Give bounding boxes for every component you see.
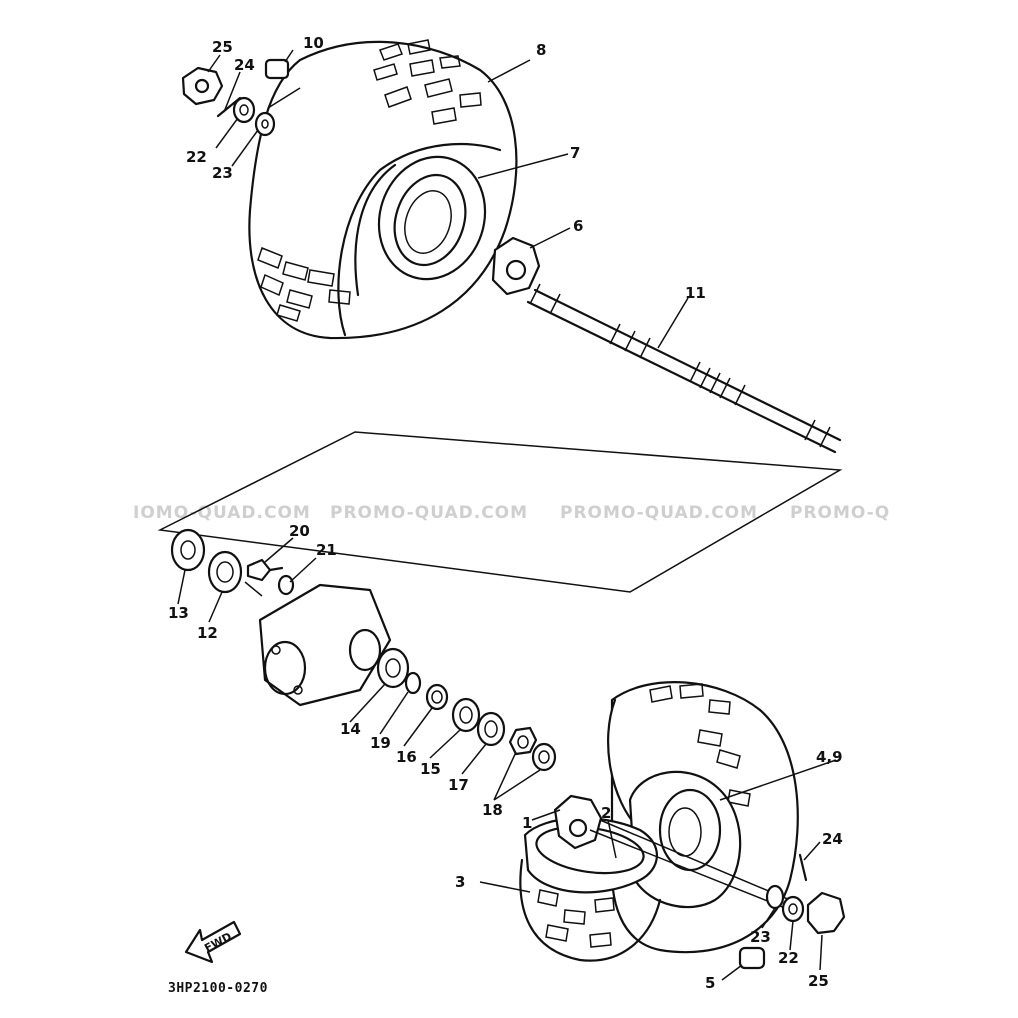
callout-5: 5 (705, 974, 715, 992)
watermark-text: PROMO-QUAD.COM (560, 503, 758, 523)
oil-seal-15 (451, 697, 481, 733)
callout-10: 10 (303, 34, 324, 52)
spacer-top (264, 58, 290, 80)
callout-1: 1 (522, 814, 532, 832)
callout-20: 20 (289, 522, 310, 540)
drawing-code: 3HP2100-0270 (168, 981, 268, 996)
callout-25-bottom: 25 (808, 972, 829, 990)
hub-top (491, 236, 541, 296)
tire-half-3 (519, 858, 662, 962)
callout-2: 2 (601, 804, 611, 822)
callout-22-bottom: 22 (778, 949, 799, 967)
callout-11: 11 (685, 284, 706, 302)
castle-nut-bottom (781, 895, 805, 923)
callout-21: 21 (316, 541, 337, 559)
rim-top (377, 155, 487, 281)
callout-3: 3 (455, 873, 465, 891)
bolt-20 (246, 558, 284, 582)
callout-23-bottom: 23 (750, 928, 771, 946)
assembly-outline (157, 431, 843, 593)
callout-6: 6 (573, 217, 583, 235)
stud-guides (589, 819, 791, 911)
callout-labels: 8 7 6 11 10 25 24 22 23 20 21 13 12 14 1… (168, 34, 843, 992)
spacer-5 (738, 946, 766, 970)
circlip-19 (404, 671, 422, 695)
bearing-12 (207, 550, 243, 594)
collar-16 (425, 683, 449, 711)
callout-12: 12 (197, 624, 218, 642)
callout-23-top: 23 (212, 164, 233, 182)
callout-7: 7 (570, 144, 580, 162)
callout-14: 14 (340, 720, 361, 738)
watermark-text: IOMO-QUAD.COM (133, 503, 311, 523)
hub-carrier (258, 583, 392, 707)
callout-15: 15 (420, 760, 441, 778)
axle (526, 283, 842, 454)
callout-18: 18 (482, 801, 503, 819)
watermark-text: PROMO-Q (790, 503, 890, 523)
forward-direction-icon: FWD (184, 920, 242, 964)
callout-8: 8 (536, 41, 546, 59)
washer-bottom (765, 884, 785, 910)
washer-21 (277, 574, 295, 596)
cotter-pin-bottom (798, 853, 808, 882)
leader-line (244, 581, 263, 597)
leader-line (267, 87, 301, 109)
callout-16: 16 (396, 748, 417, 766)
washer-top (254, 111, 276, 137)
callout-4-9: 4,9 (816, 748, 843, 766)
callout-13: 13 (168, 604, 189, 622)
callout-24-top: 24 (234, 56, 255, 74)
hub-bottom (553, 794, 603, 850)
rim-bottom (628, 770, 742, 909)
watermark: IOMO-QUAD.COM PROMO-QUAD.COM PROMO-QUAD.… (133, 503, 890, 523)
oil-seal-13 (170, 528, 206, 572)
callout-19: 19 (370, 734, 391, 752)
watermark-text: PROMO-QUAD.COM (330, 503, 528, 523)
callout-leaders (177, 49, 837, 981)
callout-24-bottom: 24 (822, 830, 843, 848)
nut-cap-bottom (806, 891, 846, 935)
oil-seal-17 (476, 711, 506, 747)
callout-22-top: 22 (186, 148, 207, 166)
bearing-14 (376, 647, 410, 689)
nut-cap-top (181, 66, 224, 106)
callout-17: 17 (448, 776, 469, 794)
nut-18 (508, 726, 557, 772)
castle-nut-top (232, 96, 256, 124)
callout-25-top: 25 (212, 38, 233, 56)
rear-tire-top (248, 39, 518, 340)
